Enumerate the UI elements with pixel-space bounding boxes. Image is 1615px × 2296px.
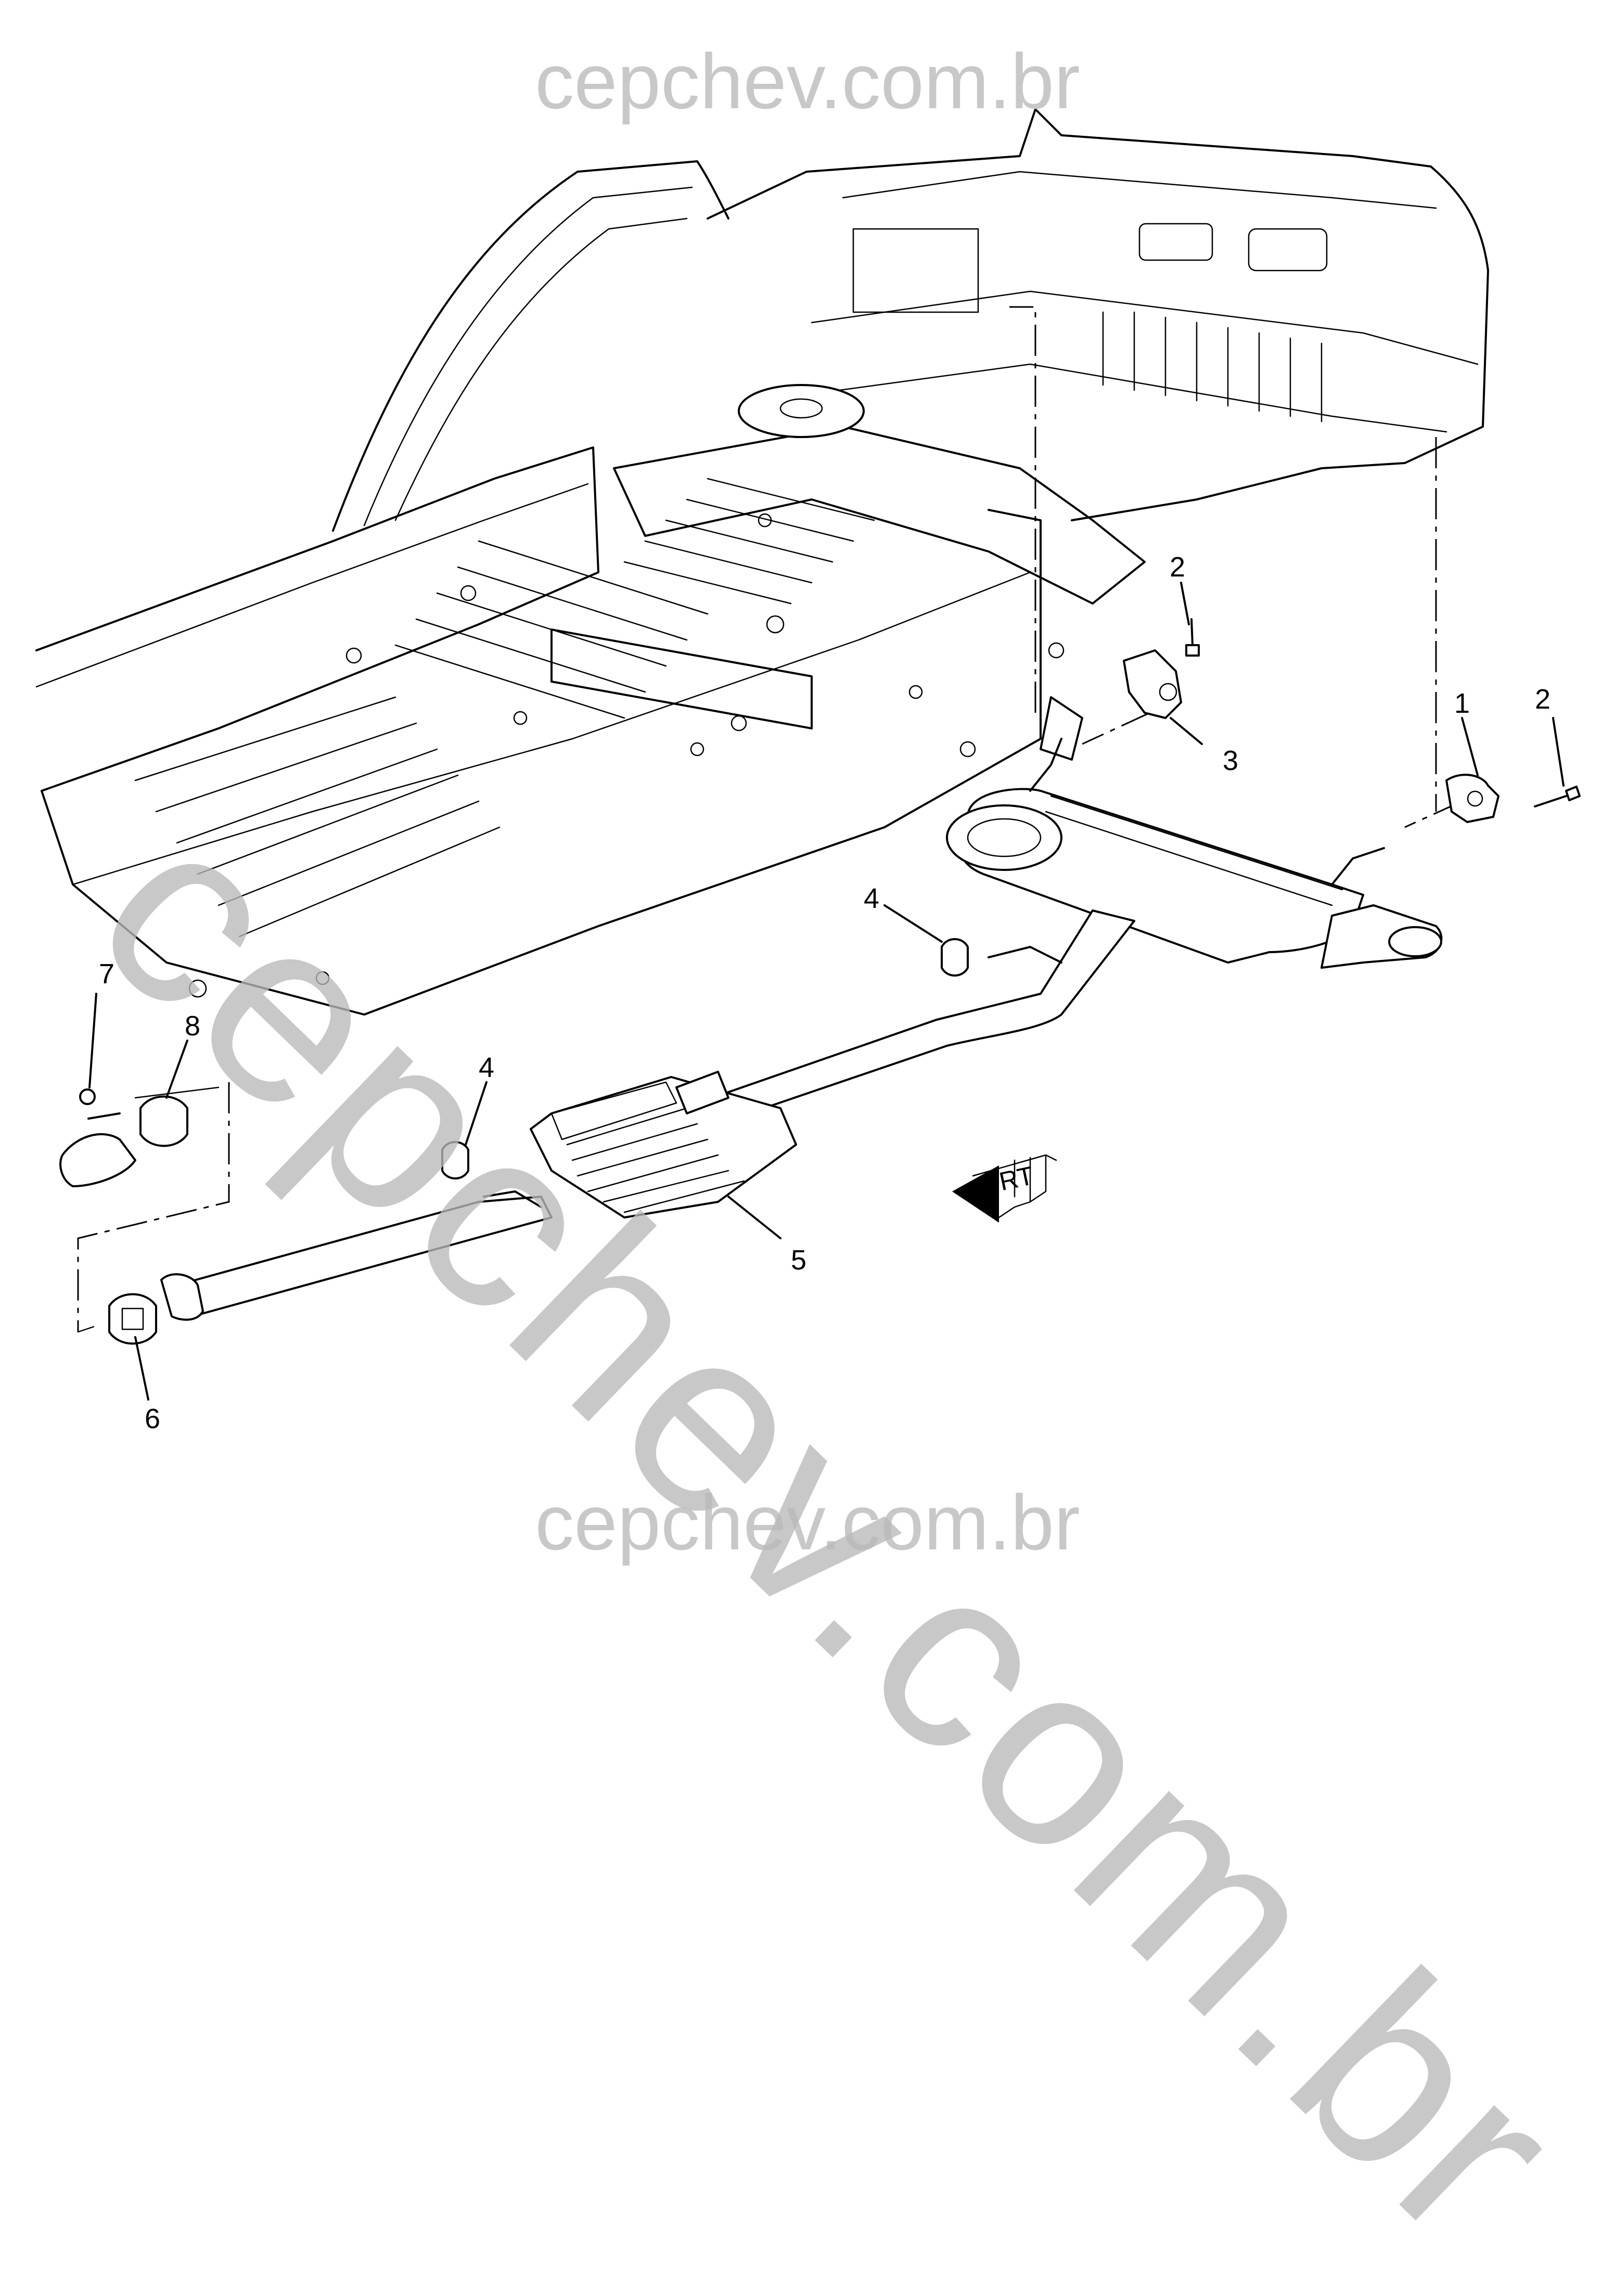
- assembly-line-flange-bottom: [77, 1326, 95, 1333]
- left-side-rail-inner: [35, 483, 589, 688]
- front-muffler-ribs: [566, 1107, 745, 1213]
- flange-gasket-6-inner: [121, 1307, 144, 1330]
- floor-holes: [188, 513, 1065, 998]
- leader-4-upper: [883, 904, 943, 943]
- rear-panel-cross-3: [800, 363, 1447, 433]
- leader-4-lower: [465, 1081, 488, 1146]
- flange-gasket-8: [139, 1095, 188, 1147]
- wheel-arch-inner-2: [394, 217, 688, 521]
- rear-muffler-seam: [1045, 795, 1343, 906]
- left-side-rail: [35, 446, 599, 792]
- front-arrow-steps: [972, 1154, 1057, 1218]
- callout-3: 3: [1223, 745, 1238, 776]
- hanger-insulator-3-hole: [1159, 683, 1177, 701]
- rear-panel-outline: [707, 108, 1489, 521]
- exhaust-diagram: FRT 1 2 2 3 4 4 5 6 7 8: [35, 108, 1581, 1434]
- rear-panel-cross-2: [811, 290, 1479, 365]
- floor-pan-outline: [41, 509, 1042, 1016]
- wheel-arch-inner: [363, 186, 693, 527]
- leader-2-right: [1552, 717, 1565, 787]
- watermark-bottom: cepchev.com.br: [535, 1479, 1080, 1566]
- assembly-line-hanger-3: [1082, 712, 1150, 745]
- callout-2-left: 2: [1170, 551, 1185, 583]
- front-pipe-flange: [160, 1273, 204, 1321]
- leader-lines: [88, 582, 1565, 1401]
- callout-4-lower: 4: [479, 1052, 494, 1083]
- assembly-line-rear-left: [1009, 306, 1036, 713]
- callout-labels: 1 2 2 3 4 4 5 6 7 8: [99, 551, 1550, 1434]
- rear-muffler: [946, 738, 1443, 969]
- rear-panel-ribs: [852, 223, 1328, 422]
- rear-crossmember: [613, 426, 1146, 605]
- leader-7: [88, 993, 97, 1088]
- leader-5: [727, 1196, 781, 1239]
- converter-outlet-pipe: [59, 1133, 136, 1187]
- nut-7: [79, 1088, 96, 1105]
- front-muffler: [530, 1071, 797, 1218]
- flange-gasket-6: [108, 1293, 157, 1345]
- leader-8: [165, 1040, 188, 1099]
- hanger-insulator-1: [1445, 774, 1499, 823]
- hanger-insulator-4-upper: [941, 938, 969, 977]
- wheel-arch-outline: [332, 160, 729, 532]
- bolt-2-right: [1534, 786, 1581, 807]
- intermediate-hanger-rod: [988, 946, 1062, 964]
- front-direction-indicator: FRT: [952, 1154, 1057, 1223]
- front-pipe-body: [176, 1196, 553, 1317]
- center-crossmember: [550, 628, 813, 729]
- hanger-insulator-4-lower: [441, 1141, 469, 1179]
- front-muffler-top: [550, 1081, 677, 1140]
- callout-1: 1: [1454, 688, 1470, 719]
- rear-panel-cross-1: [842, 171, 1437, 209]
- tailpipe-tip: [1388, 926, 1442, 957]
- rear-hanger-rod-right: [1331, 847, 1385, 886]
- assembly-line-flange-top: [134, 1086, 220, 1099]
- front-label: FRT: [981, 1161, 1036, 1200]
- leader-6: [134, 1336, 149, 1401]
- intermediate-pipe-body: [696, 909, 1135, 1125]
- assembly-line-flange: [77, 1082, 230, 1332]
- diagram-stage: FRT 1 2 2 3 4 4 5 6 7 8 cepchev.com.br c…: [35, 37, 1615, 2296]
- body-hanger-bracket: [1040, 696, 1083, 761]
- callout-6: 6: [145, 1403, 160, 1434]
- leader-2-left: [1180, 582, 1190, 625]
- front-arrow-icon: [952, 1165, 999, 1223]
- watermark-top: cepchev.com.br: [535, 37, 1080, 125]
- callout-8: 8: [185, 1010, 200, 1042]
- callout-7: 7: [99, 958, 114, 990]
- floor-pan-ribs: [134, 478, 875, 938]
- hanger-insulator-3: [1123, 649, 1182, 719]
- leader-1: [1461, 717, 1479, 776]
- spring-seat-inner: [779, 398, 823, 419]
- rear-hanger-rod-left: [1029, 738, 1062, 792]
- leader-3: [1170, 717, 1203, 745]
- front-muffler-body: [530, 1076, 797, 1218]
- callout-5: 5: [791, 1245, 806, 1276]
- intermediate-pipe: [160, 909, 1135, 1321]
- front-hanger-rod: [483, 1190, 542, 1208]
- small-parts: [59, 618, 1581, 1345]
- rear-muffler-end-inner: [967, 818, 1042, 857]
- rear-muffler-end: [946, 804, 1062, 871]
- converter-stud: [87, 1112, 121, 1120]
- front-muffler-outlet: [675, 1071, 729, 1114]
- hanger-insulator-1-hole: [1467, 790, 1483, 807]
- callout-4-upper: 4: [864, 883, 879, 914]
- callout-2-right: 2: [1535, 684, 1550, 715]
- floor-pan-edge: [72, 571, 1031, 886]
- bolt-2-left: [1185, 618, 1200, 657]
- vehicle-underbody: [35, 108, 1489, 1016]
- spring-seat: [738, 384, 865, 438]
